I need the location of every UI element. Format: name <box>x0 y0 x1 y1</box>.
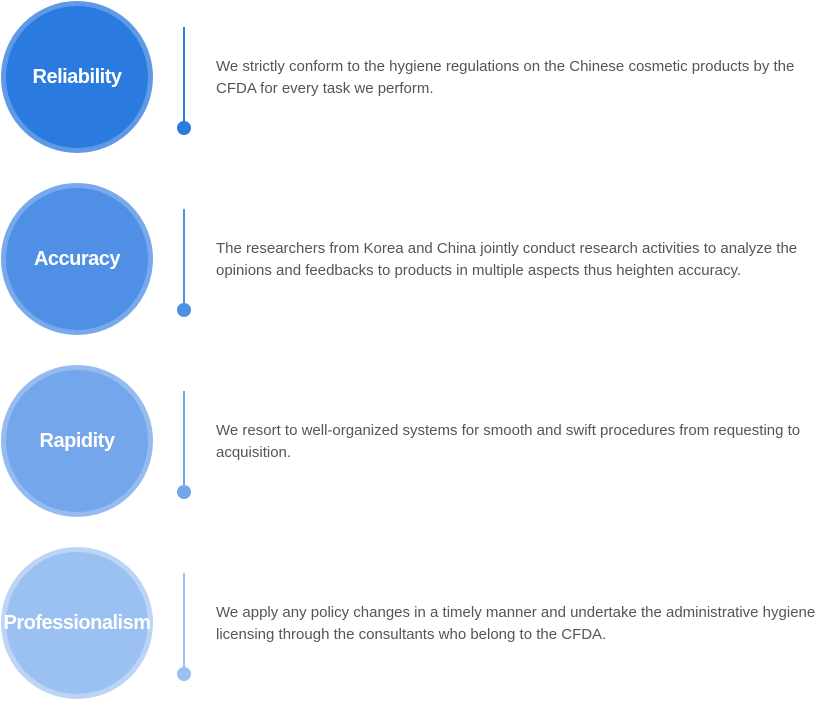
timeline-line <box>183 27 185 122</box>
value-circle: Rapidity <box>1 365 153 517</box>
value-title: Professionalism <box>3 611 152 634</box>
value-item: Accuracy The researchers from Korea and … <box>0 182 821 364</box>
value-description: We strictly conform to the hygiene regul… <box>216 58 795 97</box>
value-title: Accuracy <box>33 247 121 270</box>
value-item: Professionalism We apply any policy chan… <box>0 546 821 728</box>
value-item: Rapidity We resort to well-organized sys… <box>0 364 821 546</box>
value-title: Reliability <box>32 65 122 88</box>
timeline-dot <box>177 667 191 681</box>
value-circle: Professionalism <box>1 547 153 699</box>
value-description: We apply any policy changes in a timely … <box>216 604 816 643</box>
timeline-line <box>183 391 185 486</box>
timeline-dot <box>177 485 191 499</box>
value-title: Rapidity <box>39 429 115 452</box>
value-circle: Reliability <box>1 1 153 153</box>
timeline-dot <box>177 303 191 317</box>
timeline-line <box>183 573 185 668</box>
timeline-line <box>183 209 185 304</box>
value-item: Reliability We strictly conform to the h… <box>0 0 821 182</box>
value-description: We resort to well-organized systems for … <box>216 422 801 461</box>
timeline-dot <box>177 121 191 135</box>
value-description: The researchers from Korea and China joi… <box>216 240 798 279</box>
value-circle: Accuracy <box>1 183 153 335</box>
